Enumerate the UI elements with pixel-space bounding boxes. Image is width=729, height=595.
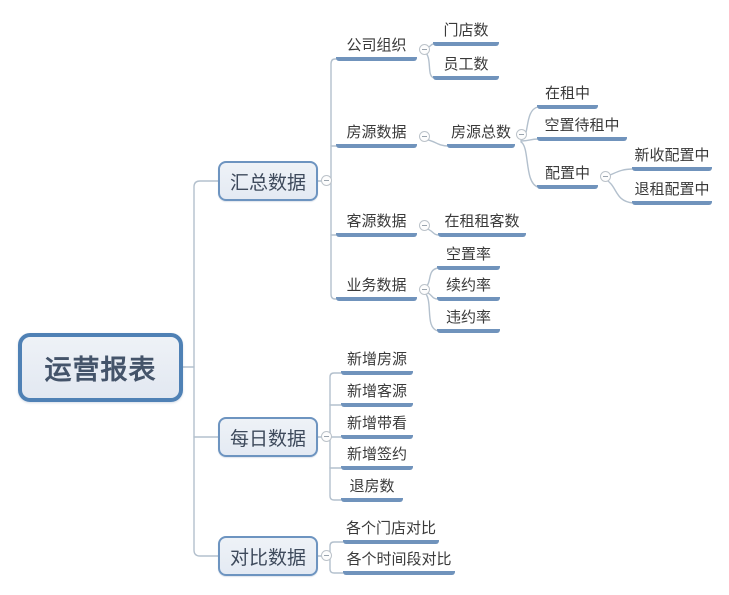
- collapse-icon[interactable]: [600, 171, 611, 182]
- node-business-data[interactable]: 业务数据: [336, 275, 417, 301]
- branch-daily-data[interactable]: 每日数据: [218, 417, 318, 457]
- collapse-icon[interactable]: [321, 431, 332, 442]
- collapse-icon[interactable]: [516, 129, 527, 140]
- node-customer-data[interactable]: 客源数据: [336, 211, 417, 237]
- node-housing-total[interactable]: 房源总数: [447, 122, 515, 148]
- node-configuring[interactable]: 配置中: [537, 163, 598, 189]
- node-housing-data[interactable]: 房源数据: [336, 122, 417, 148]
- leaf-renewal-rate[interactable]: 续约率: [437, 275, 500, 301]
- leaf-renting[interactable]: 在租中: [537, 83, 598, 109]
- leaf-new-housing[interactable]: 新增房源: [341, 349, 413, 375]
- leaf-store-compare[interactable]: 各个门店对比: [343, 518, 439, 544]
- collapse-icon[interactable]: [419, 284, 430, 295]
- branch-compare-data[interactable]: 对比数据: [218, 536, 318, 576]
- branch-summary-data[interactable]: 汇总数据: [218, 161, 318, 201]
- leaf-renting-tenants[interactable]: 在租租客数: [438, 211, 526, 237]
- node-root[interactable]: 运营报表: [18, 333, 183, 402]
- leaf-period-compare[interactable]: 各个时间段对比: [343, 549, 455, 575]
- leaf-new-viewings[interactable]: 新增带看: [341, 413, 413, 439]
- leaf-new-customers[interactable]: 新增客源: [341, 381, 413, 407]
- collapse-icon[interactable]: [419, 220, 430, 231]
- collapse-icon[interactable]: [419, 131, 430, 142]
- leaf-vacancy-rate[interactable]: 空置率: [437, 244, 500, 270]
- leaf-store-count[interactable]: 门店数: [433, 20, 499, 46]
- leaf-new-config[interactable]: 新收配置中: [632, 145, 712, 171]
- leaf-checkout-config[interactable]: 退租配置中: [632, 179, 712, 205]
- collapse-icon[interactable]: [321, 175, 332, 186]
- collapse-icon[interactable]: [419, 44, 430, 55]
- node-company-org[interactable]: 公司组织: [336, 35, 417, 61]
- leaf-default-rate[interactable]: 违约率: [437, 307, 500, 333]
- leaf-checkouts[interactable]: 退房数: [341, 476, 403, 502]
- leaf-vacant-for-rent[interactable]: 空置待租中: [537, 115, 627, 141]
- leaf-new-contracts[interactable]: 新增签约: [341, 444, 413, 470]
- leaf-employee-count[interactable]: 员工数: [433, 54, 499, 80]
- collapse-icon[interactable]: [321, 550, 332, 561]
